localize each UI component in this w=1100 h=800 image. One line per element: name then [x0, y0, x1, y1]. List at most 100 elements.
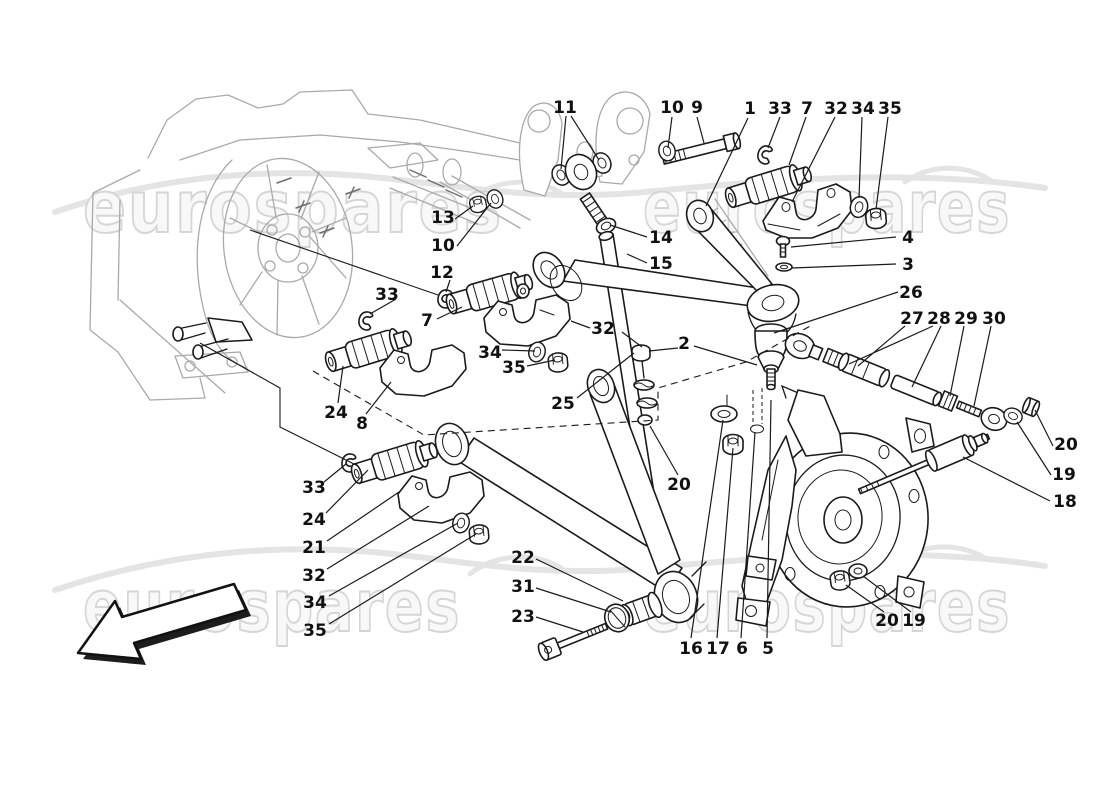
part-number-label-12[interactable]: 12	[430, 263, 454, 283]
flange-washer-31	[603, 603, 631, 633]
part-number-label-19[interactable]: 19	[902, 611, 926, 631]
part-number-label-35[interactable]: 35	[502, 358, 526, 378]
part-number-label-11[interactable]: 11	[553, 98, 577, 118]
leader-line	[576, 352, 635, 399]
part-number-label-2[interactable]: 2	[678, 334, 690, 354]
clip-33-top	[755, 143, 774, 166]
leader-lines	[323, 115, 1054, 639]
part-number-label-5[interactable]: 5	[762, 639, 774, 659]
leader-line	[858, 116, 863, 199]
part-number-label-7[interactable]: 7	[421, 311, 433, 331]
leader-line	[456, 202, 492, 247]
part-number-label-30[interactable]: 30	[982, 309, 1006, 329]
part-number-label-20[interactable]: 20	[875, 611, 899, 631]
part-number-label-19[interactable]: 19	[1052, 465, 1076, 485]
nut-35-mid	[546, 351, 570, 374]
tie-rod-end	[564, 153, 617, 235]
leader-line	[693, 345, 758, 366]
leader-line	[365, 381, 392, 415]
installed-position-pointer	[199, 342, 359, 467]
leader-line	[740, 431, 756, 639]
leader-line	[857, 325, 906, 367]
part-number-label-20[interactable]: 20	[1054, 435, 1078, 455]
part-number-label-21[interactable]: 21	[302, 538, 326, 558]
leader-line	[911, 325, 942, 388]
lower-wishbone	[434, 368, 707, 624]
leader-line	[862, 575, 912, 613]
part-number-label-24[interactable]: 24	[302, 510, 326, 530]
part-number-label-28[interactable]: 28	[927, 309, 951, 329]
part-number-label-10[interactable]: 10	[431, 236, 455, 256]
part-number-label-10[interactable]: 10	[660, 98, 684, 118]
part-number-label-33[interactable]: 33	[768, 99, 792, 119]
leader-line	[501, 349, 536, 352]
leader-line	[949, 325, 965, 397]
part-number-label-8[interactable]: 8	[356, 414, 368, 434]
leader-line	[626, 253, 648, 264]
bracket-8	[379, 344, 467, 397]
part-number-label-20[interactable]: 20	[667, 475, 691, 495]
part-number-label-35[interactable]: 35	[303, 621, 327, 641]
part-number-label-25[interactable]: 25	[551, 394, 575, 414]
part-number-label-31[interactable]: 31	[511, 577, 535, 597]
part-number-label-33[interactable]: 33	[375, 285, 399, 305]
exploded-parts	[172, 132, 1041, 662]
part-number-label-33[interactable]: 33	[302, 478, 326, 498]
part-number-label-35[interactable]: 35	[878, 99, 902, 119]
part-number-label-17[interactable]: 17	[706, 639, 730, 659]
leader-line	[535, 558, 624, 602]
part-number-label-13[interactable]: 13	[431, 208, 455, 228]
bolt-23	[537, 622, 609, 662]
leader-line	[973, 325, 992, 407]
watermark-text: eurospares	[643, 564, 1011, 648]
part-number-label-24[interactable]: 24	[324, 403, 348, 423]
washer-19-bottom	[848, 563, 868, 579]
pointer-lines	[199, 229, 439, 467]
screw-25-stack	[631, 344, 658, 426]
leader-line	[526, 359, 556, 367]
nut-35-top	[864, 206, 888, 231]
installed-position-pointer	[249, 229, 439, 296]
part-number-label-16[interactable]: 16	[679, 639, 703, 659]
part-number-label-9[interactable]: 9	[691, 98, 703, 118]
part-number-label-4[interactable]: 4	[902, 228, 914, 248]
nut-35-low	[467, 523, 491, 546]
leader-line	[535, 616, 584, 633]
part-number-label-23[interactable]: 23	[511, 607, 535, 627]
part-number-label-22[interactable]: 22	[511, 548, 535, 568]
part-number-label-34[interactable]: 34	[478, 343, 502, 363]
gearbox-mount-hardware	[172, 317, 253, 360]
direction-arrow-icon	[76, 582, 251, 665]
leader-line	[570, 115, 600, 161]
leader-line	[535, 587, 612, 613]
leader-line	[323, 463, 347, 483]
part-number-label-29[interactable]: 29	[954, 309, 978, 329]
bracket-32-mid	[483, 294, 571, 347]
bracket-32-top	[762, 183, 853, 239]
part-number-label-7[interactable]: 7	[801, 99, 813, 119]
leader-line	[667, 116, 673, 149]
part-number-label-1[interactable]: 1	[744, 99, 756, 119]
part-number-label-32[interactable]: 32	[824, 99, 848, 119]
part-number-label-3[interactable]: 3	[902, 255, 914, 275]
part-number-label-18[interactable]: 18	[1053, 492, 1077, 512]
part-number-label-32[interactable]: 32	[302, 566, 326, 586]
leader-line	[716, 447, 734, 639]
part-number-label-32[interactable]: 32	[591, 319, 615, 339]
part-number-label-26[interactable]: 26	[899, 283, 923, 303]
part-number-label-6[interactable]: 6	[736, 639, 748, 659]
part-number-label-15[interactable]: 15	[649, 254, 673, 274]
part-number-label-34[interactable]: 34	[303, 593, 327, 613]
part-number-label-27[interactable]: 27	[900, 309, 924, 329]
leader-line	[436, 306, 463, 320]
part-number-label-34[interactable]: 34	[851, 99, 875, 119]
part-number-label-14[interactable]: 14	[649, 228, 673, 248]
leader-line	[621, 331, 643, 348]
leader-line	[791, 116, 836, 203]
bolt-18	[857, 432, 991, 495]
leader-line	[326, 491, 400, 542]
leader-line	[609, 224, 648, 238]
